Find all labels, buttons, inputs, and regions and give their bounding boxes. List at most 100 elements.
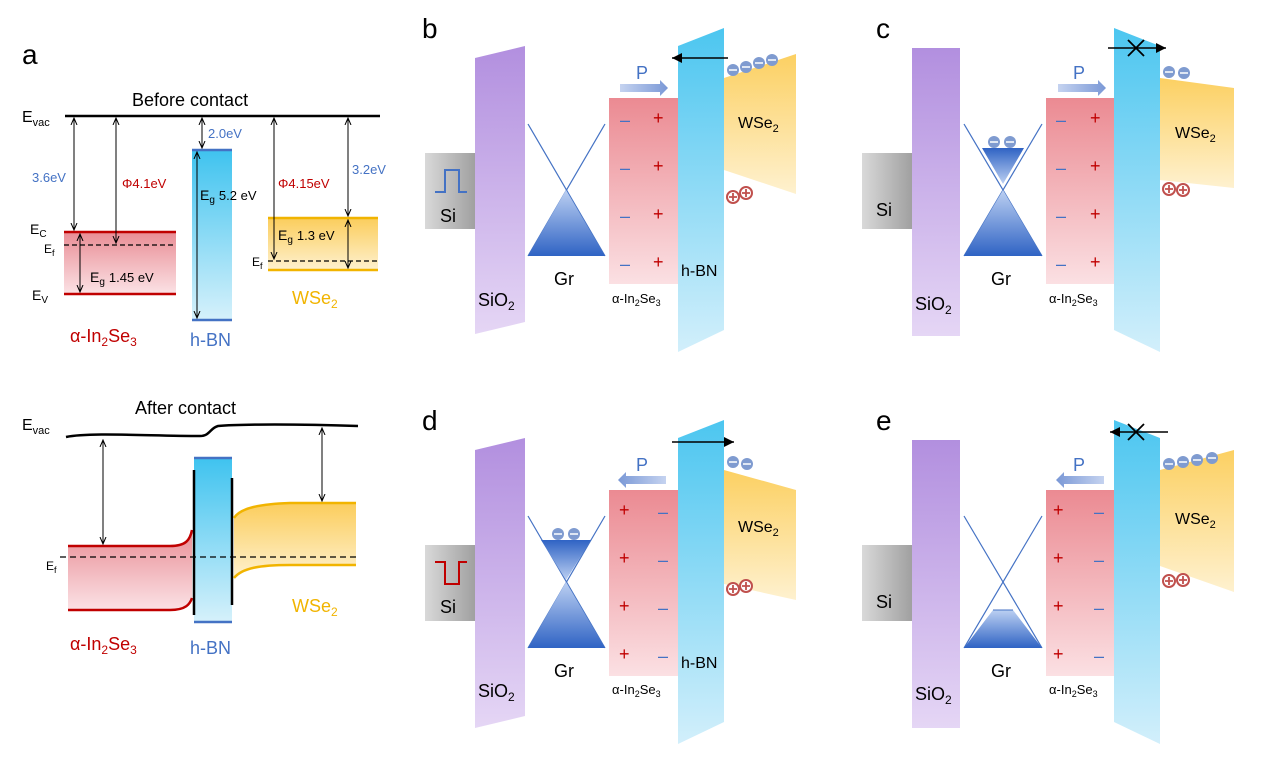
sio2-layer bbox=[475, 438, 525, 728]
charge-column-minus: – – – – bbox=[620, 110, 630, 274]
ev-label: EV bbox=[32, 287, 48, 306]
plus-sign: + bbox=[1090, 156, 1101, 176]
charge-column-minus: – – – – bbox=[1056, 110, 1066, 274]
plus-sign: + bbox=[1090, 204, 1101, 224]
in2se3-layer bbox=[1046, 98, 1114, 284]
minus-sign: – bbox=[620, 254, 630, 274]
hbn-label: h-BN bbox=[681, 263, 717, 280]
hbn-band-block bbox=[192, 150, 232, 320]
plus-sign: + bbox=[653, 204, 664, 224]
minus-sign: – bbox=[658, 598, 668, 618]
gr-label: Gr bbox=[554, 661, 574, 681]
wse2-label-after: WSe2 bbox=[292, 596, 338, 619]
plus-sign: + bbox=[1090, 252, 1101, 272]
si-block bbox=[862, 545, 914, 621]
plus-sign: + bbox=[619, 548, 630, 568]
dirac-cone-filled bbox=[528, 190, 605, 256]
plus-sign: + bbox=[619, 500, 630, 520]
minus-sign: – bbox=[1094, 550, 1104, 570]
wse2-label-top: WSe2 bbox=[292, 288, 338, 311]
wse2-label: WSe2 bbox=[738, 519, 779, 539]
gr-label: Gr bbox=[991, 269, 1011, 289]
panel-b: b Si SiO2 Gr α-In2Se3 P – – – – + + + + bbox=[422, 13, 796, 352]
panel-label-c: c bbox=[876, 13, 890, 44]
hbn-chi-label: 2.0eV bbox=[208, 126, 242, 141]
in2se3-layer bbox=[609, 98, 678, 284]
blocked-x-icon bbox=[1127, 423, 1145, 441]
minus-sign: – bbox=[1094, 598, 1104, 618]
sio2-label: SiO2 bbox=[915, 684, 952, 707]
plus-sign: + bbox=[653, 156, 664, 176]
panel-a: a Before contact Evac EC Ef EV 3.6eV Φ4.… bbox=[22, 39, 386, 350]
sio2-label: SiO2 bbox=[915, 294, 952, 317]
plus-sign: + bbox=[1053, 596, 1064, 616]
sio2-label: SiO2 bbox=[478, 290, 515, 313]
polarization-label: P bbox=[636, 63, 648, 83]
minus-sign: – bbox=[1056, 254, 1066, 274]
after-contact-title: After contact bbox=[135, 398, 236, 418]
minus-sign: – bbox=[1056, 110, 1066, 130]
minus-sign: – bbox=[620, 110, 630, 130]
ef-label-top: Ef bbox=[44, 242, 55, 258]
plus-sign: + bbox=[1053, 548, 1064, 568]
wse2-label: WSe2 bbox=[738, 115, 779, 135]
gr-label: Gr bbox=[991, 661, 1011, 681]
ef-label-after: Ef bbox=[46, 559, 57, 575]
wse2-cb-after bbox=[232, 501, 356, 519]
panel-c: c Si SiO2 Gr α-In2Se3 P – – – – + + + + … bbox=[862, 13, 1234, 352]
panel-a-after: After contact Evac Ef α-In2Se3 h-BN WSe2 bbox=[22, 398, 360, 658]
panel-label-e: e bbox=[876, 405, 892, 436]
wse2-layer bbox=[1160, 450, 1234, 592]
dirac-cone-lower bbox=[528, 582, 605, 648]
panel-label-d: d bbox=[422, 405, 438, 436]
wse2-layer bbox=[724, 54, 796, 194]
in2se3-label: α-In2Se3 bbox=[1049, 291, 1098, 308]
charge-column-minus: – – – – bbox=[658, 502, 668, 666]
panel-label-b: b bbox=[422, 13, 438, 44]
minus-sign: – bbox=[1056, 206, 1066, 226]
sio2-label: SiO2 bbox=[478, 681, 515, 704]
minus-sign: – bbox=[658, 550, 668, 570]
polarization-label: P bbox=[1073, 455, 1085, 475]
polarization-arrow-left bbox=[618, 472, 666, 488]
evac-line-after bbox=[65, 423, 359, 439]
evac-label: Evac bbox=[22, 109, 50, 129]
polarization-arrow-left bbox=[1056, 472, 1104, 488]
polarization-label: P bbox=[1073, 63, 1085, 83]
in2se3-phi-label: Φ4.1eV bbox=[122, 176, 167, 191]
hbn-band-after bbox=[194, 458, 232, 622]
wse2-vb-after bbox=[233, 563, 356, 579]
wse2-band-after bbox=[234, 503, 356, 578]
blocked-x-icon bbox=[1127, 39, 1145, 57]
in2se3-layer bbox=[1046, 490, 1114, 676]
minus-sign: – bbox=[1056, 158, 1066, 178]
plus-sign: + bbox=[1053, 500, 1064, 520]
charge-column-minus: – – – – bbox=[1094, 502, 1104, 666]
sio2-layer bbox=[912, 48, 960, 336]
in2se3-layer bbox=[609, 490, 678, 676]
ef-label-wse2: Ef bbox=[252, 255, 263, 271]
wse2-layer bbox=[1160, 78, 1234, 188]
in2se3-ev-after bbox=[68, 597, 194, 612]
panel-label-a: a bbox=[22, 39, 38, 70]
plus-sign: + bbox=[653, 108, 664, 128]
plus-sign: + bbox=[619, 596, 630, 616]
minus-sign: – bbox=[1094, 646, 1104, 666]
in2se3-band-after bbox=[68, 530, 192, 610]
si-block bbox=[862, 153, 914, 229]
plus-sign: + bbox=[653, 252, 664, 272]
gr-label: Gr bbox=[554, 269, 574, 289]
minus-sign: – bbox=[658, 646, 668, 666]
minus-sign: – bbox=[658, 502, 668, 522]
negative-pulse-icon bbox=[435, 561, 467, 585]
in2se3-label-after: α-In2Se3 bbox=[70, 634, 137, 657]
si-label: Si bbox=[440, 597, 456, 617]
holes-group bbox=[726, 186, 753, 204]
minus-sign: – bbox=[620, 206, 630, 226]
polarization-arrow-right bbox=[620, 80, 668, 96]
hbn-barrier bbox=[678, 420, 724, 744]
electrons-group bbox=[727, 54, 778, 76]
